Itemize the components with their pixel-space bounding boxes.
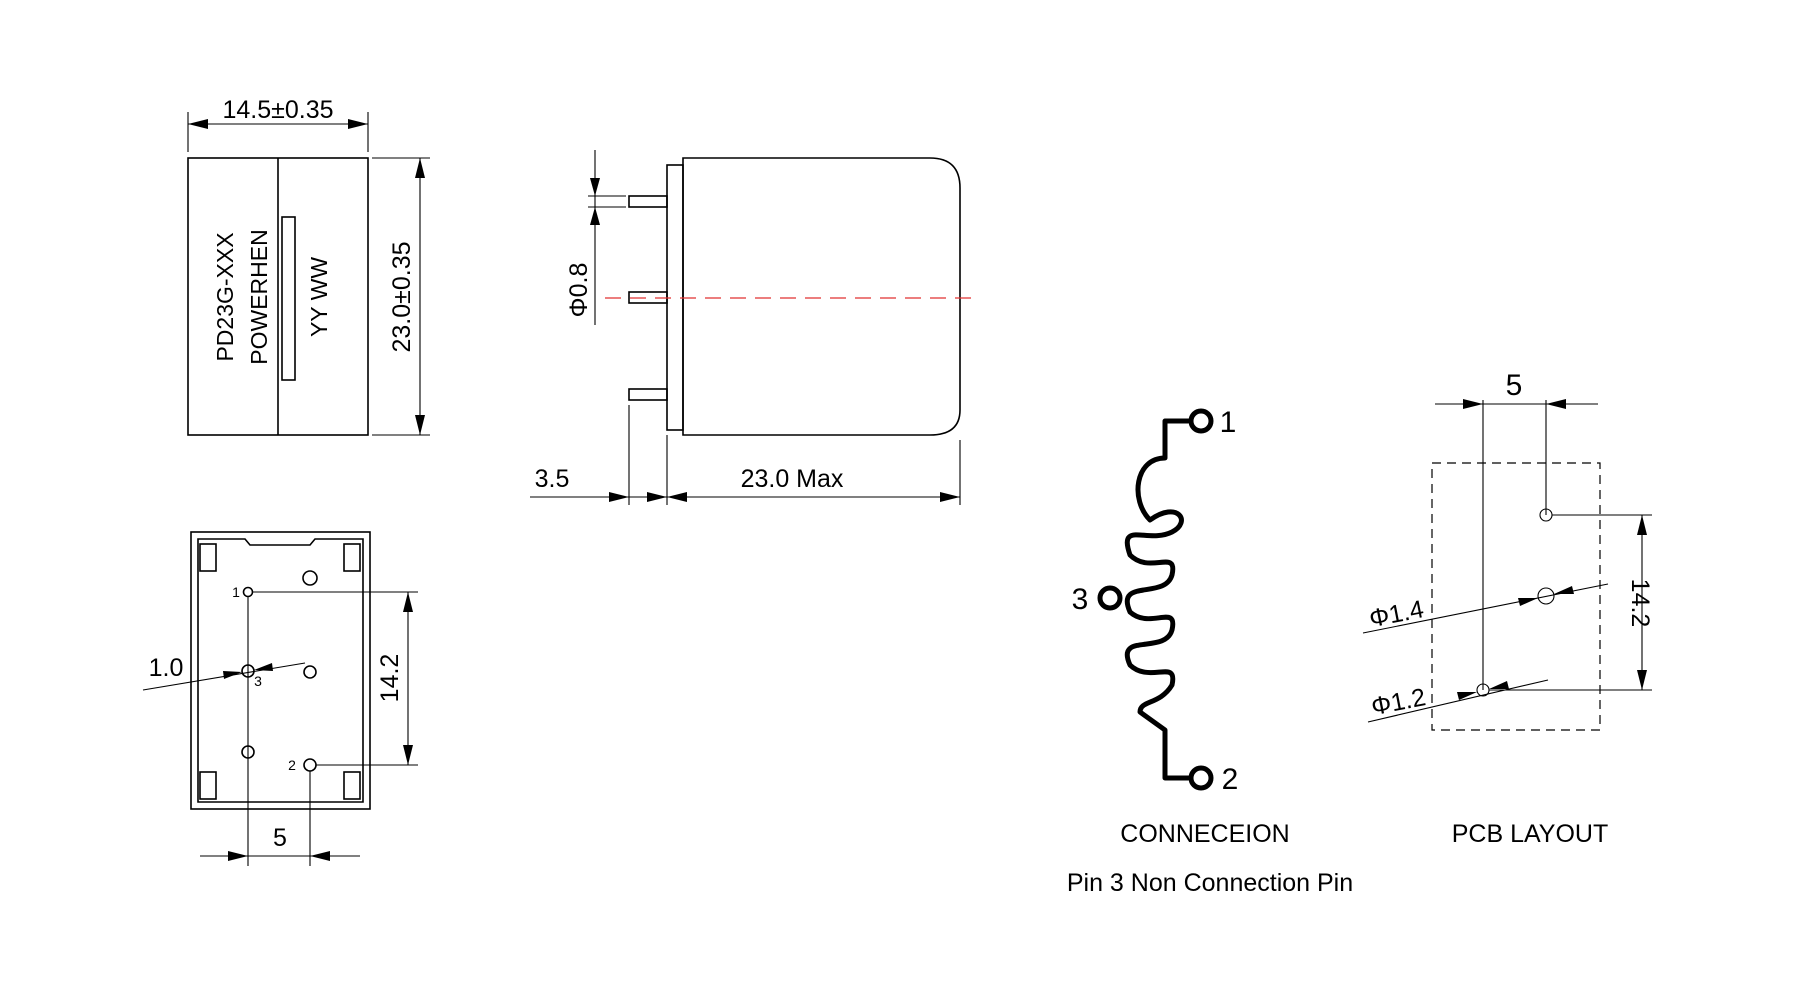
side-pin-dia-dimension: Φ0.8 [565, 150, 626, 325]
pcb-vertical-pitch-dimension: 14.2 [1489, 514, 1654, 691]
bottom-view: 1 2 3 1.0 14.2 5 [142, 531, 418, 866]
side-length-dimension: 3.5 23.0 Max [530, 405, 961, 505]
schematic-pin-3-label: 3 [1072, 583, 1089, 616]
bottom-pin-3-label: 3 [254, 673, 262, 689]
side-pin-dia-label: Φ0.8 [565, 263, 593, 318]
bottom-horizontal-pitch-dimension: 5 [200, 596, 360, 866]
side-body-length-label: 23.0 Max [741, 465, 844, 493]
pin-2-pad [303, 758, 317, 772]
top-height-dimension: 23.0±0.35 [372, 157, 430, 436]
bottom-pin-1-label: 1 [232, 584, 240, 600]
date-code-marking: YY WW [306, 257, 332, 337]
pcb-layout-title: PCB LAYOUT [1452, 820, 1609, 848]
pcb-small-hole-label: Φ1.2 [1369, 683, 1428, 721]
connection-note: Pin 3 Non Connection Pin [1067, 869, 1353, 897]
pin-1-terminal [1188, 408, 1214, 434]
standoff-tl [199, 543, 217, 572]
bottom-pin-dia-label: 1.0 [149, 654, 184, 682]
bottom-vertical-pitch-dimension: 14.2 [252, 591, 418, 766]
pcb-large-hole-dimension: Φ1.4 [1362, 583, 1609, 634]
connection-title: CONNECEION [1120, 820, 1289, 848]
bottom-horizontal-pitch-label: 5 [273, 824, 287, 852]
pcb-large-hole-label: Φ1.4 [1367, 595, 1426, 633]
brand-marking: POWERHEN [246, 229, 272, 364]
pcb-outline [1431, 462, 1601, 731]
top-view-slot [281, 216, 296, 381]
pin-1-pad [242, 586, 254, 598]
standoff-tr [343, 543, 361, 572]
bottom-vertical-pitch-label: 14.2 [376, 654, 404, 703]
part-number-marking: PD23G-XXX [212, 232, 238, 361]
side-view: Φ0.8 3.5 23.0 Max [530, 150, 975, 505]
schematic-pin-1-label: 1 [1220, 406, 1237, 439]
pcb-pin-3-hole [1537, 587, 1555, 605]
top-width-dimension: 14.5±0.35 [187, 96, 369, 152]
pin-3-terminal [1097, 585, 1123, 611]
standoff-bl [199, 771, 217, 800]
pin-2-terminal [1188, 765, 1214, 791]
mount-hole-top [302, 570, 318, 586]
connection-schematic: 1 2 3 CONNECEION Pin 3 Non Connection Pi… [1067, 406, 1353, 897]
bottom-view-inner [197, 538, 364, 803]
pcb-small-hole-dimension: Φ1.2 [1367, 679, 1549, 723]
side-view-body [682, 157, 961, 436]
pcb-horizontal-pitch-dimension: 5 [1435, 369, 1598, 409]
inductor-coil [1124, 418, 1191, 781]
side-pin-1 [628, 195, 668, 208]
top-width-label: 14.5±0.35 [222, 96, 333, 124]
pcb-horizontal-pitch-label: 5 [1506, 369, 1523, 402]
pcb-layout: 5 14.2 Φ1.4 Φ1.2 PCB LAYOUT [1362, 369, 1654, 848]
top-height-label: 23.0±0.35 [388, 241, 416, 352]
bottom-view-outer [190, 531, 371, 810]
side-pin-length-label: 3.5 [535, 465, 570, 493]
pcb-vertical-pitch-label: 14.2 [1626, 579, 1654, 628]
standoff-br [343, 771, 361, 800]
side-pin-2 [628, 388, 668, 401]
bottom-pin-2-label: 2 [288, 757, 296, 773]
schematic-pin-2-label: 2 [1222, 763, 1239, 796]
bottom-pin-dia-dimension: 1.0 [142, 654, 306, 691]
top-view: PD23G-XXX POWERHEN YY WW 14.5±0.35 23.0±… [187, 96, 430, 436]
mount-hole-mid [303, 665, 317, 679]
